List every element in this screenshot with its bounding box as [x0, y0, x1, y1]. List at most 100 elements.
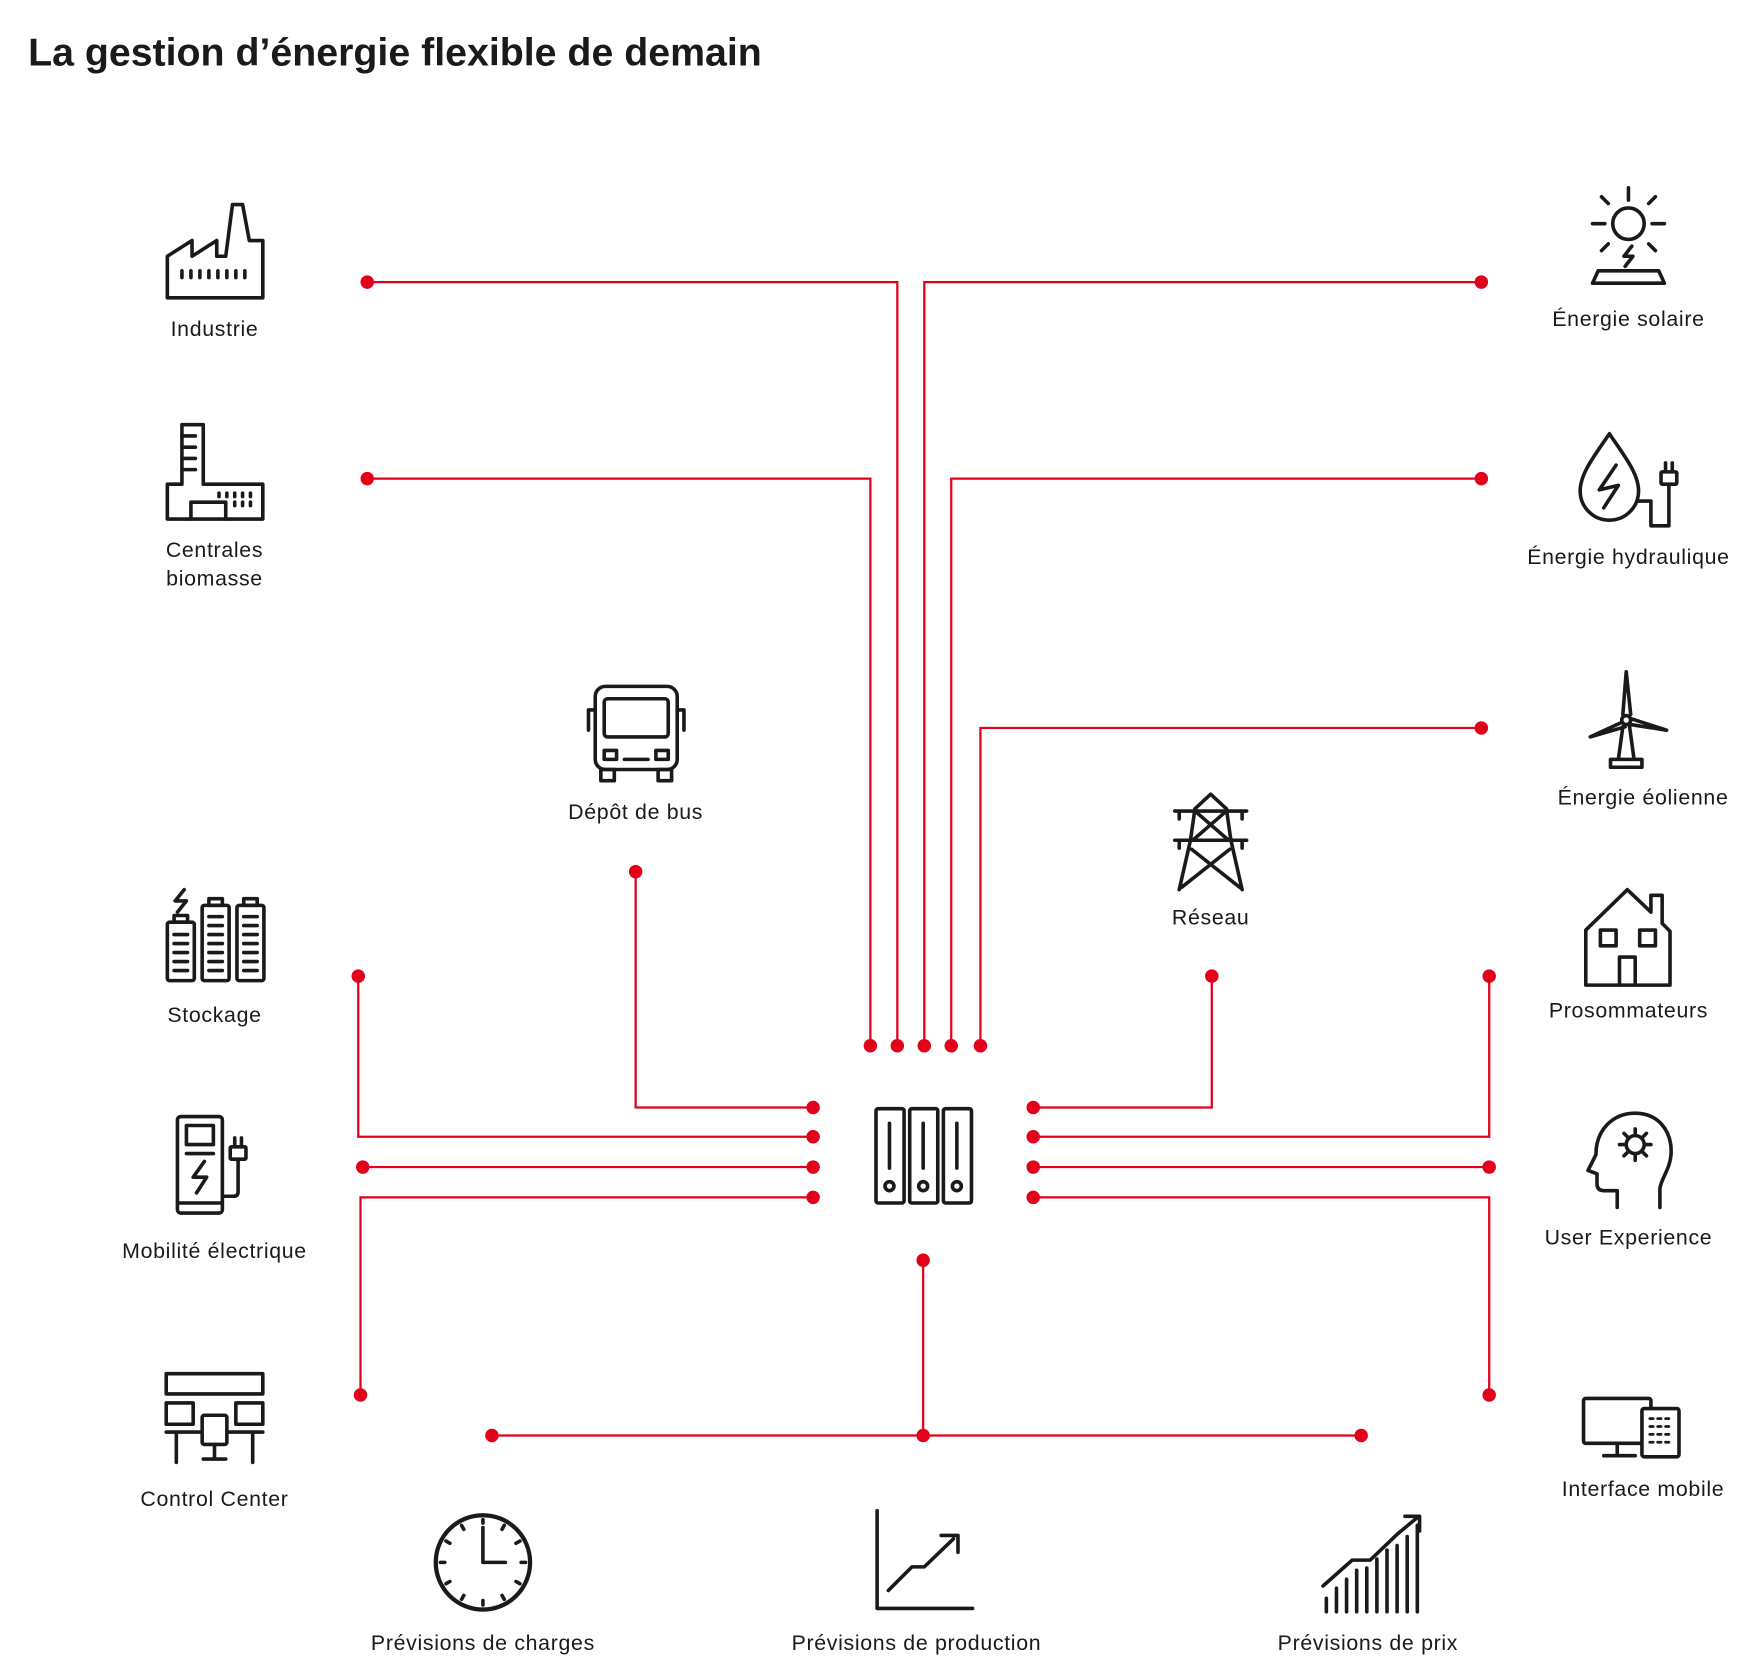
- connector-dot: [1026, 1100, 1040, 1115]
- factory-icon: [165, 202, 265, 300]
- water-drop-icon: [1578, 431, 1641, 522]
- label-industrie: Industrie: [171, 317, 259, 341]
- connector-dot: [1474, 471, 1489, 486]
- bus-body: [593, 684, 680, 772]
- house-icon: [1583, 887, 1672, 987]
- charger-screen: [184, 1123, 216, 1147]
- chair-base: [201, 1442, 228, 1461]
- connector-dot: [863, 1039, 878, 1053]
- monitor-right: [234, 1401, 265, 1427]
- node-user-experience: User Experience: [1545, 1111, 1713, 1250]
- node-industrie: Industrie: [165, 202, 265, 341]
- bus-mirrors: [586, 708, 686, 732]
- turbine-hub: [1619, 713, 1633, 727]
- connector-dot: [360, 275, 374, 289]
- solar-panel-icon: [1590, 185, 1667, 285]
- connector-control-center: [359, 1196, 814, 1396]
- label-prosommateurs: Prosommateurs: [1549, 999, 1708, 1023]
- connector-stockage: [357, 976, 814, 1138]
- plug-icon: [228, 1145, 248, 1161]
- solar-panel: [1590, 269, 1667, 285]
- label-eolienne: Énergie éolienne: [1558, 784, 1729, 809]
- wind-turbine-icon: [1588, 669, 1669, 770]
- bus-windshield: [602, 696, 671, 739]
- house-door: [1617, 955, 1637, 987]
- pylon-crossarm: [1172, 838, 1249, 850]
- server-led: [883, 1179, 896, 1193]
- server-cabinet-icon: [874, 1106, 974, 1205]
- node-control-center: Control Center: [140, 1371, 288, 1511]
- node-solaire: Énergie solaire: [1552, 185, 1704, 331]
- connector-dot: [806, 1190, 820, 1205]
- battery-storage-icon: [165, 887, 266, 983]
- connector-solaire: [923, 280, 1482, 1046]
- connector-dot: [1026, 1190, 1040, 1205]
- monitor-left: [164, 1401, 195, 1427]
- plug-icon: [1659, 470, 1679, 487]
- server-cabinet: [874, 1106, 906, 1205]
- connector-eolienne: [979, 726, 1482, 1046]
- connector-dot: [806, 1160, 820, 1174]
- label-previsions-prix: Prévisions de prix: [1278, 1631, 1458, 1655]
- pylon-upper-frame: [1188, 807, 1233, 843]
- connector-dot: [917, 1039, 932, 1053]
- head-gear-icon: [1586, 1111, 1673, 1210]
- clock-face: [433, 1513, 533, 1612]
- chair: [200, 1413, 229, 1447]
- connector-industrie: [367, 280, 899, 1046]
- node-hydraulique: Énergie hydraulique: [1527, 431, 1729, 569]
- node-biomasse: Centrales biomasse: [165, 422, 265, 590]
- connector-dot: [1482, 969, 1496, 983]
- sun-icon: [1610, 206, 1646, 242]
- chart-bars: [1324, 1523, 1420, 1614]
- label-mobilite: Mobilité électrique: [122, 1239, 307, 1263]
- node-depot-bus: Dépôt de bus: [568, 684, 702, 824]
- lightning-icon: [173, 887, 189, 914]
- page-title: La gestion d’énergie flexible de demain: [28, 30, 762, 74]
- node-previsions-production: Prévisions de production: [792, 1508, 1041, 1655]
- bus-wheel: [599, 767, 617, 783]
- chart-trend-line: [1321, 1515, 1420, 1588]
- connector-dot: [916, 1253, 930, 1268]
- monitor-tablet-icon: [1581, 1396, 1681, 1459]
- label-user-experience: User Experience: [1545, 1226, 1713, 1250]
- gear-icon: [1624, 1133, 1646, 1156]
- connector-dot: [1482, 1388, 1496, 1402]
- factory-outline: [165, 202, 265, 300]
- connector-dot: [1205, 969, 1219, 983]
- server-led: [916, 1179, 930, 1193]
- connector-dot: [806, 1130, 820, 1144]
- turbine-tower: [1616, 725, 1636, 762]
- pylon-crossarm: [1172, 809, 1249, 821]
- connector-dot: [1026, 1130, 1040, 1144]
- house-window: [1637, 928, 1658, 948]
- turbine-blade: [1588, 720, 1627, 739]
- lightning-icon: [191, 1159, 209, 1195]
- clock-icon: [433, 1513, 533, 1612]
- node-prosommateurs: Prosommateurs: [1549, 887, 1708, 1023]
- biomass-plant-outline: [165, 422, 265, 521]
- clock-ticks: [438, 1517, 528, 1607]
- connector-reseau: [1033, 976, 1213, 1109]
- connector-dot: [485, 1428, 499, 1443]
- label-previsions-charges: Prévisions de charges: [371, 1631, 595, 1655]
- battery-cap: [172, 913, 190, 925]
- house-outline: [1583, 887, 1672, 987]
- connectors: [351, 275, 1496, 1443]
- connector-interface-mobile: [1033, 1196, 1491, 1396]
- water-drop-plug-icon: [1578, 431, 1679, 528]
- biomass-plant-block: [189, 500, 228, 521]
- battery-level: [241, 914, 259, 973]
- node-reseau: Réseau: [1172, 792, 1249, 929]
- line-chart-icon: [875, 1508, 975, 1611]
- lightning-icon: [1597, 463, 1621, 510]
- server-led: [950, 1179, 964, 1193]
- lightning-icon: [1622, 244, 1635, 269]
- arrow-up-right-icon: [1403, 1514, 1422, 1533]
- label-solaire: Énergie solaire: [1552, 306, 1704, 331]
- gear-teeth: [1617, 1127, 1653, 1163]
- tablet-icon: [1640, 1406, 1681, 1459]
- node-interface-mobile: Interface mobile: [1562, 1396, 1724, 1501]
- label-stockage: Stockage: [167, 1003, 261, 1027]
- label-biomasse-line-1: Centrales: [166, 538, 263, 562]
